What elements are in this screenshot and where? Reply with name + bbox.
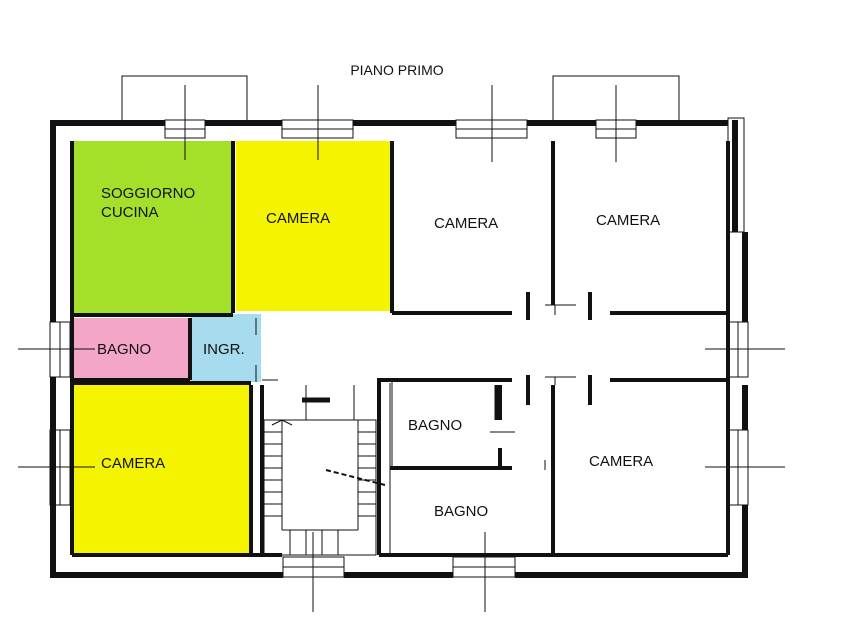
window-axis-lines [18, 85, 785, 612]
partition-lines [255, 304, 576, 555]
soggiorno-cucina-fill [72, 141, 233, 313]
camera-right-bottom-label: CAMERA [589, 453, 653, 470]
interior-walls [70, 141, 730, 557]
camera-yellow-top-label: CAMERA [266, 210, 330, 227]
ingresso-label: INGR. [203, 341, 245, 358]
balcony-right [552, 75, 680, 120]
balcony-left [121, 75, 248, 120]
soggiorno-label: SOGGIORNO [101, 185, 195, 202]
bagno-pink-fill [74, 318, 188, 378]
bagno-pink-label: BAGNO [97, 341, 151, 358]
camera-right-top-label: CAMERA [596, 212, 660, 229]
bagno-lower-label: BAGNO [434, 503, 488, 520]
outer-walls [50, 120, 748, 578]
camera-yellow-bottom-label: CAMERA [101, 455, 165, 472]
floor-title: PIANO PRIMO [350, 62, 443, 78]
cucina-label: CUCINA [101, 204, 159, 221]
staircase [263, 385, 386, 556]
camera-yellow-top-fill [236, 141, 390, 311]
bagno-upper-label: BAGNO [408, 417, 462, 434]
camera-mid-label: CAMERA [434, 215, 498, 232]
ingresso-fill [191, 314, 261, 382]
camera-yellow-bottom-fill [72, 385, 249, 553]
